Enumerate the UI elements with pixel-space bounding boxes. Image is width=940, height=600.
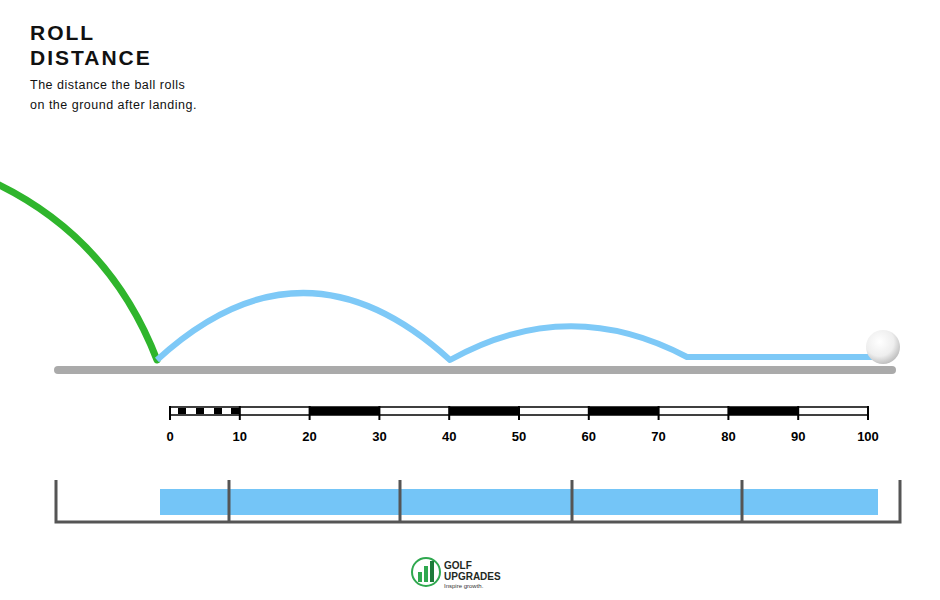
scale-bar bbox=[170, 406, 868, 420]
scale-number: 30 bbox=[359, 429, 399, 445]
golf-ball bbox=[866, 330, 900, 364]
scale-tick bbox=[448, 406, 450, 420]
diagram-title: ROLL DISTANCE bbox=[30, 20, 190, 70]
logo-icon bbox=[412, 558, 440, 586]
logo-text: GOLF UPGRADES bbox=[444, 560, 514, 582]
scale-tick bbox=[518, 406, 520, 420]
ground-line bbox=[58, 366, 892, 374]
flight-path bbox=[0, 183, 157, 360]
scale-number: 70 bbox=[639, 429, 679, 445]
scale-tick bbox=[867, 406, 869, 420]
distance-bracket bbox=[56, 480, 900, 522]
scale-number: 60 bbox=[569, 429, 609, 445]
scale-tick bbox=[169, 406, 171, 420]
scale-number: 0 bbox=[150, 429, 190, 445]
scale-tick bbox=[588, 406, 590, 420]
scale-number: 80 bbox=[708, 429, 748, 445]
scale-number: 90 bbox=[778, 429, 818, 445]
scale-tick bbox=[658, 406, 660, 420]
scale-number: 40 bbox=[429, 429, 469, 445]
logo-tagline: Inspire growth. bbox=[444, 583, 524, 590]
scale-number: 50 bbox=[499, 429, 539, 445]
description-text: The distance the ball rolls on the groun… bbox=[30, 75, 198, 115]
scale-tick bbox=[797, 406, 799, 420]
scale-tick bbox=[309, 406, 311, 420]
scale-tick bbox=[727, 406, 729, 420]
roll-path bbox=[157, 293, 878, 360]
scale-number: 100 bbox=[848, 429, 888, 445]
scale-number: 20 bbox=[290, 429, 330, 445]
scale-tick bbox=[239, 406, 241, 420]
scale-number: 10 bbox=[220, 429, 260, 445]
scale-tick bbox=[378, 406, 380, 420]
